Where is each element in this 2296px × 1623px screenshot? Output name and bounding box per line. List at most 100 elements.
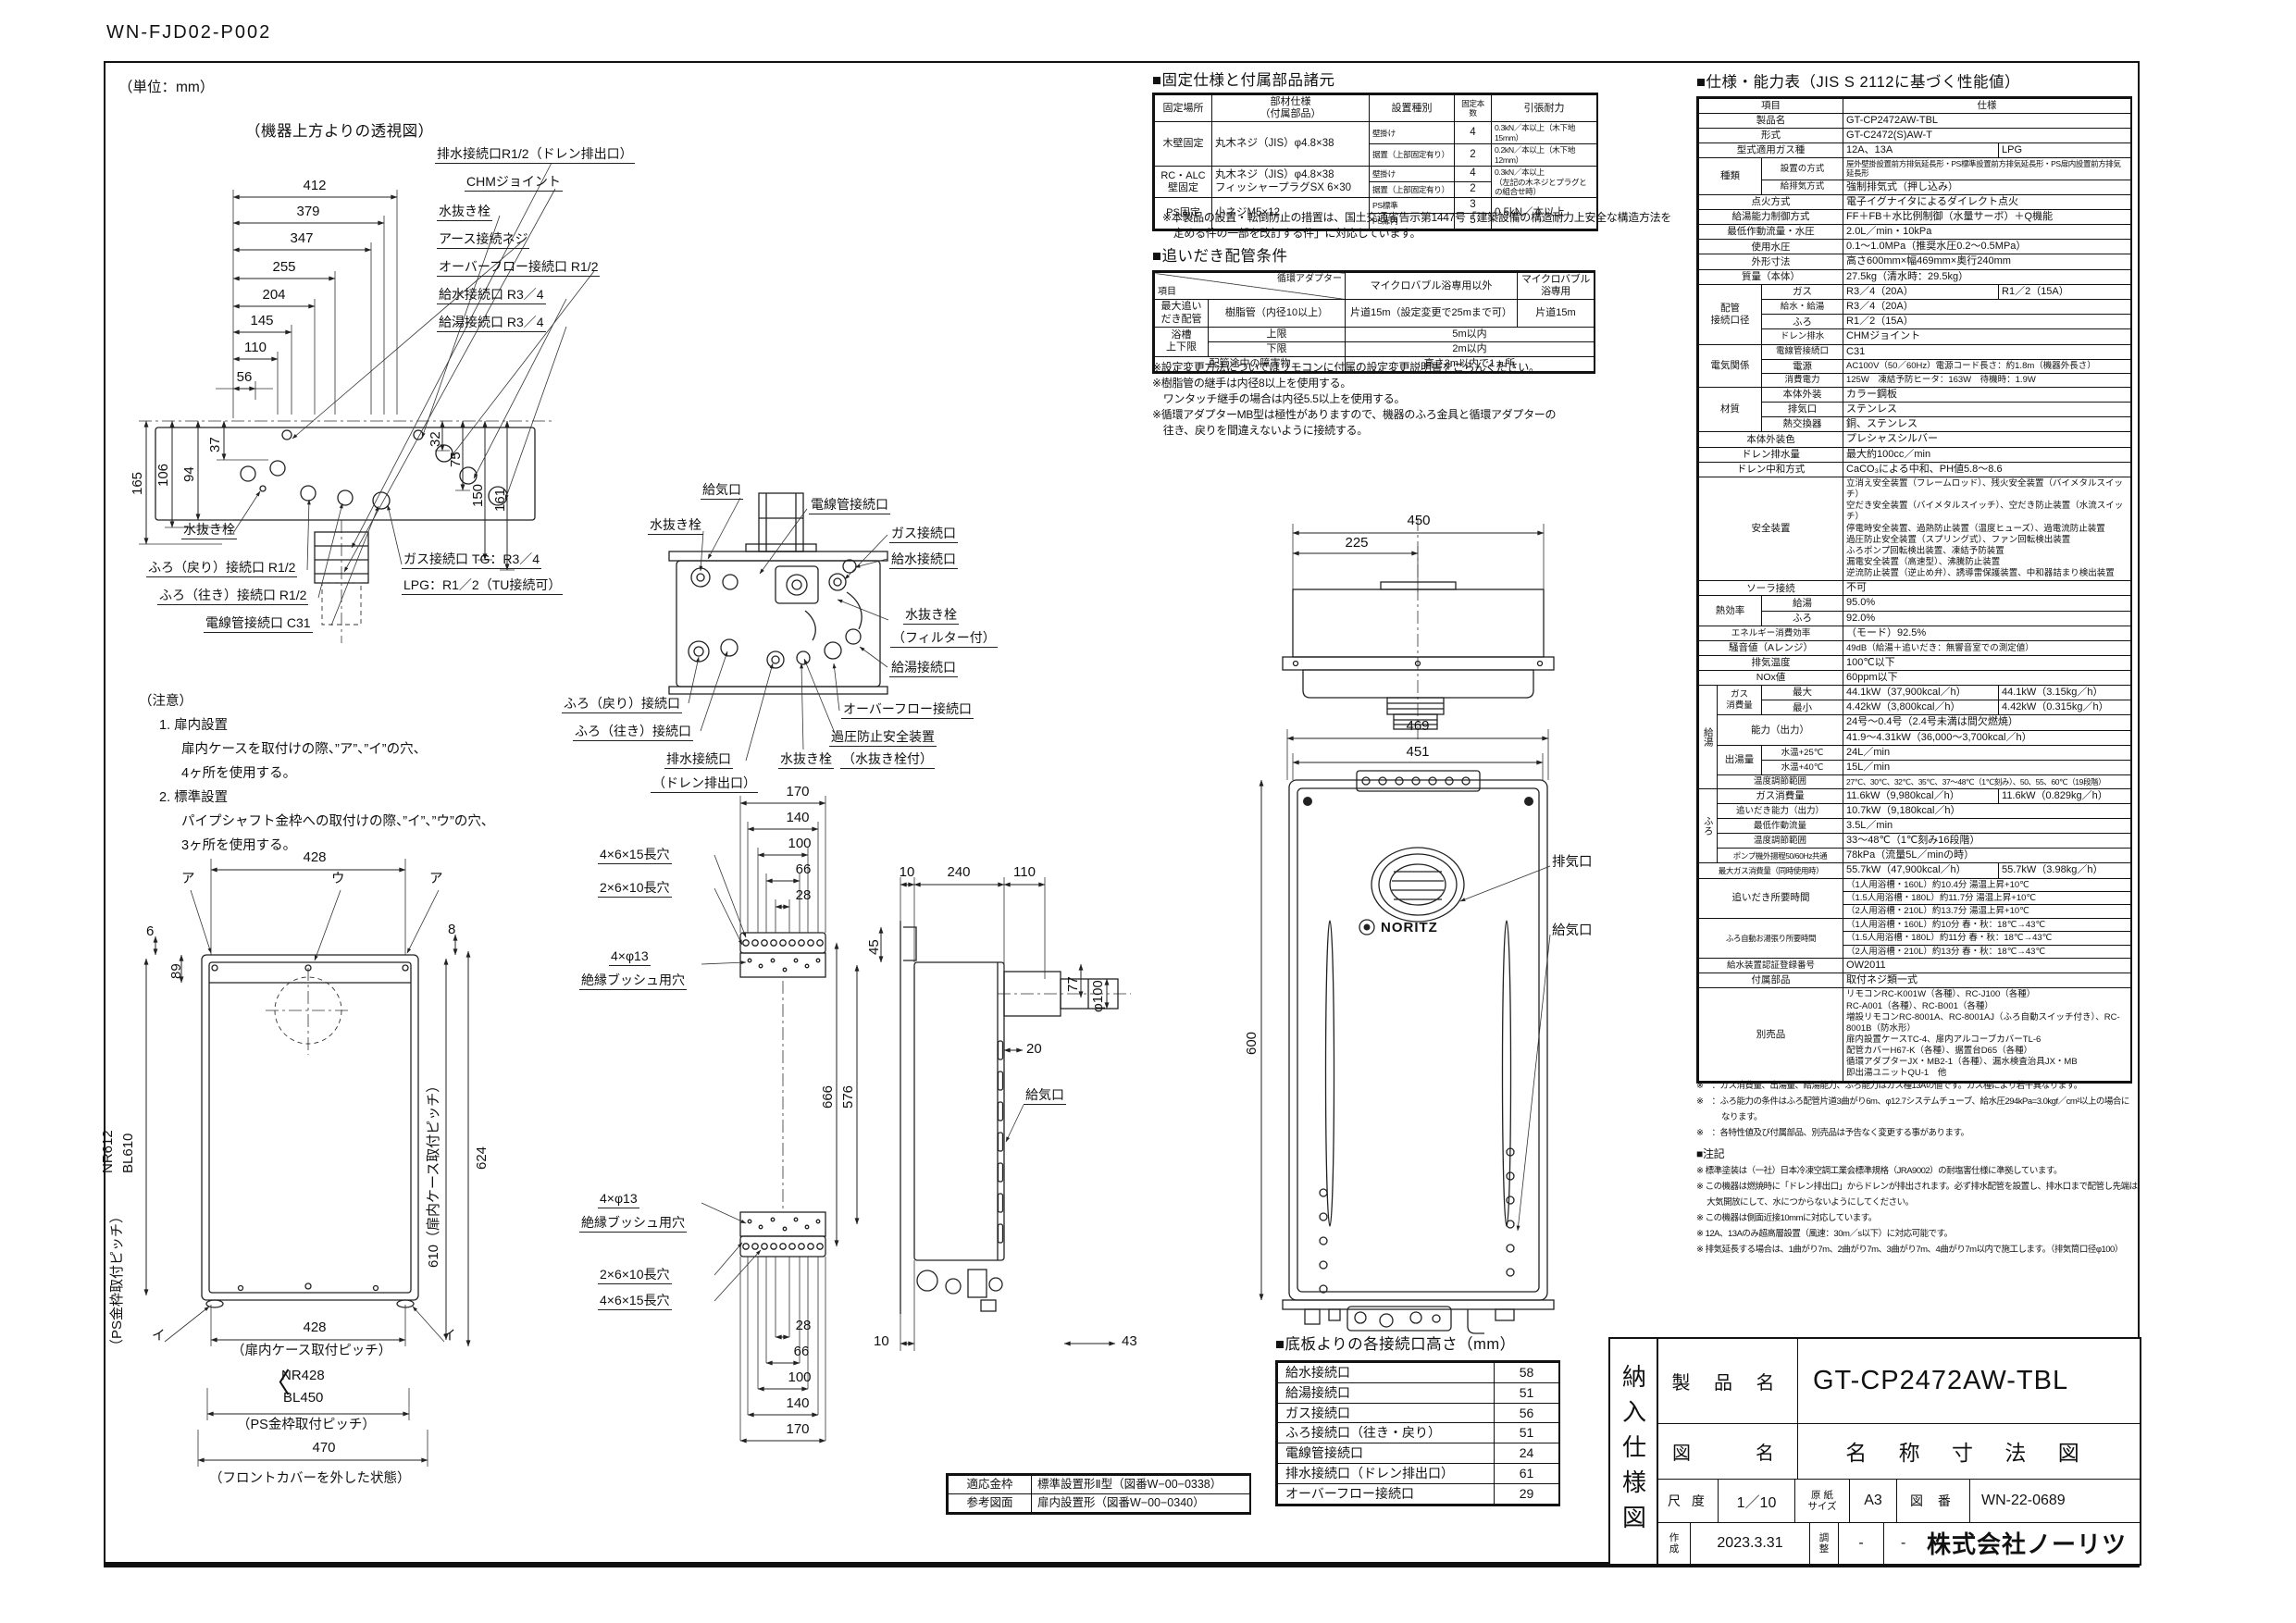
- label-rear-view-nr612: NR612: [100, 1130, 116, 1173]
- drawing-number-value: WN-22-0689: [1981, 1492, 2066, 1508]
- label-top-view-callouts-bottom-1: ふろ（戻り）接続口 R1/2: [146, 560, 298, 577]
- cell: ふろ: [1760, 314, 1844, 330]
- cell: 扉内設置形（図番W−00−0340）: [1031, 1493, 1250, 1513]
- diag-cell-adapter: 循環アダプター: [1277, 274, 1342, 284]
- cell: 片道15m（設定変更で25mまで可）: [1345, 299, 1518, 328]
- cell: 取付ネジ類一式: [1843, 973, 2132, 989]
- label-bracket-view-dims-bottom-4: 170: [786, 1421, 810, 1437]
- cell: 27℃、30℃、32℃、35℃、37～48℃（1℃刻み）、50、55、60℃（1…: [1843, 774, 2132, 789]
- cell: 2: [1454, 181, 1492, 199]
- cell: 木壁固定: [1154, 121, 1212, 167]
- cell: CHMジョイント: [1843, 328, 2132, 345]
- label-front-view-labels-7: 給湯接続口: [889, 660, 958, 677]
- cell: ふろ: [1760, 610, 1844, 626]
- cell: 12A、13A: [1843, 142, 2000, 159]
- label-front-view-labels-2: 電線管接続口: [809, 497, 890, 514]
- label-spec-table-notes2-3: ※ この機器は側面近接10mmに対応しています。: [1696, 1213, 1877, 1223]
- label-top-view-callouts-right-4: オーバーフロー接続口 R1/2: [437, 259, 601, 277]
- label-side-view-dims-2: 110: [1013, 864, 1036, 880]
- label-rear-view-bl610: BL610: [120, 1133, 136, 1173]
- cell: 項目循環アダプター: [1154, 271, 1346, 301]
- label-front-view-labels-14: （ドレン排出口）: [651, 775, 758, 793]
- label-piping-table-notes-0: ※設定変更方法についてはリモコンに付属の設定変更説明書をごらんください。: [1152, 361, 1540, 374]
- label-front-view-labels-4: 給水接続口: [889, 551, 958, 569]
- cell: CaCO₃による中和、PH値5.8～8.6: [1843, 461, 2132, 477]
- cell: FF＋FB＋水比例制御（水量サーボ）＋Q機能: [1843, 208, 2132, 226]
- label-rear-view-dim-610: 610（扉内ケース取付ピッチ）: [426, 1078, 441, 1268]
- label-piping-table-title: ■追いだき配管条件: [1152, 248, 1288, 265]
- cell: 出湯量: [1717, 744, 1762, 776]
- cell: 44.1kW（3.15kg／h）: [1998, 685, 2132, 701]
- cell: 種類: [1698, 157, 1762, 195]
- cell: （1人用浴槽・160L）約10.4分 湯温上昇+10℃: [1843, 877, 2132, 893]
- label-top-view-callouts-bottom-3: 電線管接続口 C31: [204, 615, 313, 633]
- label-bracket-view-hole-labels-2: 4×φ13: [609, 948, 651, 966]
- cell: 給水接続口: [1277, 1362, 1495, 1383]
- cell: 最低作動流量: [1716, 817, 1844, 835]
- cell: 追いだき所要時間: [1697, 877, 1844, 919]
- label-rear-view-nr428: NR428: [281, 1368, 325, 1383]
- label-bracket-view-dims-top-0: 170: [786, 784, 810, 799]
- cell: 片道15m: [1517, 299, 1595, 328]
- label-bracket-view-hole-labels-4: 4×φ13: [598, 1191, 639, 1208]
- cell: 0.1～1.0MPa（推奨水圧0.2～0.5MPa）: [1843, 239, 2132, 255]
- label-top-view-v-dims-left-0: 165: [130, 471, 145, 495]
- cell: 排水接続口（ドレン排出口）: [1277, 1462, 1495, 1484]
- cell: 44.1kW（37,900kcal／h）: [1843, 685, 2000, 701]
- cell: 材質: [1698, 386, 1762, 433]
- label-spec-table-notes-2: なります。: [1696, 1112, 1763, 1122]
- cell: 4: [1454, 121, 1492, 145]
- cell: 15L／min: [1843, 759, 2132, 776]
- label-heights-table-title: ■底板よりの各接続口高さ（mm）: [1275, 1336, 1516, 1353]
- label-rear-view-hole-marks-4: イ: [442, 1329, 456, 1344]
- cell: R3／4（20A）: [1843, 283, 2000, 301]
- cell: ガス接続口: [1277, 1402, 1495, 1424]
- label-bracket-view-dims-bottom-1: 66: [793, 1344, 810, 1359]
- cell: （1.5人用浴槽・180L）約11分 春・秋：18℃→43℃: [1843, 931, 2132, 946]
- label-bracket-view-dims-top-2: 100: [788, 836, 812, 851]
- cell: 据置（上部固定有り）: [1369, 181, 1455, 199]
- label-rear-view-dim-8: 8: [448, 922, 456, 937]
- scale-label: 尺 度: [1658, 1480, 1719, 1522]
- label-front-view-labels-10: （水抜き栓付）: [840, 751, 935, 769]
- frame-reference-table: 適応金枠標準設置形Ⅱ型（図番W−00−0338）参考図面扉内設置形（図番W−00…: [946, 1473, 1251, 1515]
- label-front-view-labels-15: 水抜き栓: [778, 751, 834, 769]
- doc-type-label: 納入仕様図: [1610, 1339, 1658, 1564]
- cell: リモコンRC-K001W（各種）、RC-J100（各種） RC-A001（各種）…: [1843, 987, 2132, 1082]
- cell: 60ppm以下: [1843, 669, 2132, 687]
- cell: 56: [1494, 1402, 1559, 1424]
- label-top-view-h-dims-2: 347: [290, 230, 314, 246]
- cell: 最大: [1760, 685, 1844, 701]
- label-side-view-dims-1: 240: [947, 864, 971, 880]
- label-top-view-callouts-bottom-2: ふろ（往き）接続口 R1/2: [157, 588, 309, 605]
- label-right-views-exhaust-label: 排気口: [1552, 855, 1593, 870]
- cell: 給水装置認証登録番号: [1697, 957, 1844, 974]
- cell: 質量（本体）: [1697, 268, 1844, 285]
- drawing-number-label: 図 番: [1897, 1480, 1970, 1522]
- label-caution-lines-5: パイプシャフト金枠への取付けの際、”イ”、”ウ”の穴、: [181, 814, 495, 829]
- cell: 給湯能力制御方式: [1697, 208, 1844, 226]
- label-front-view-labels-3: ガス接続口: [889, 526, 958, 543]
- cell: 丸木ネジ（JIS）φ4.8×38 フィッシャープラグSX 6×30: [1211, 166, 1370, 199]
- label-bracket-view-v-dims-1: 576: [840, 1084, 856, 1109]
- label-fixing-table-title: ■固定仕様と付属部品諸元: [1152, 72, 1335, 89]
- label-side-view-dims-0: 10: [899, 864, 915, 880]
- cell: 本体外装: [1760, 386, 1844, 403]
- cell: R1／2（15A）: [1843, 314, 2132, 330]
- cell: （1人用浴槽・160L）約10分 春・秋：18℃→43℃: [1843, 917, 2132, 933]
- cell: カラー鋼板: [1843, 386, 2132, 403]
- cell: 11.6kW（0.829kg／h）: [1998, 787, 2132, 804]
- label-top-view-callouts-right-1: CHMジョイント: [465, 174, 563, 192]
- cell: 55.7kW（47,900kcal／h）: [1843, 862, 2000, 879]
- cell: R1／2（15A）: [1998, 283, 2132, 301]
- cell: 固定本数: [1454, 93, 1492, 123]
- cell: 立消え安全装置（フレームロッド）、残火安全装置（バイメタルスイッチ） 空だき安全…: [1843, 476, 2132, 582]
- cell: 浴槽 上下限: [1154, 326, 1209, 358]
- cell: ソーラ接続: [1697, 580, 1844, 597]
- cell: 給湯: [1760, 595, 1844, 612]
- label-bracket-view-dims-bottom-2: 100: [788, 1369, 812, 1385]
- label-spec-table-notes2-4: ※ 12A、13Aのみ超高層設置（風速：30m／s以下）に対応可能です。: [1696, 1229, 1953, 1239]
- label-top-view-v-dims-left-1: 106: [155, 463, 171, 487]
- label-bracket-view-hole-labels-7: 4×6×15長穴: [598, 1293, 672, 1310]
